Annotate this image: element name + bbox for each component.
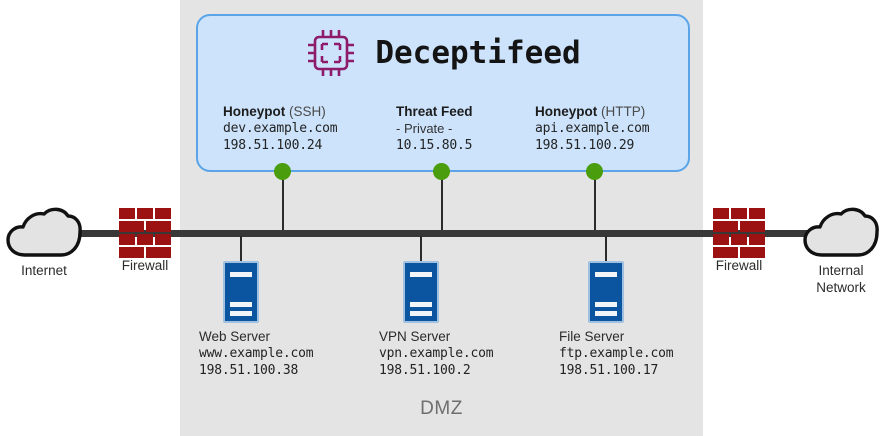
- cpu-chip-icon: [305, 27, 357, 79]
- cloud-icon-internal-network: [802, 203, 880, 261]
- cloud-label-internal-network: Internal Network: [781, 262, 884, 296]
- feed-connector-line-ssh: [282, 170, 284, 232]
- feed-node-ip: 198.51.100.29: [535, 138, 635, 153]
- status-dot-honeypot-http: [586, 163, 603, 180]
- cloud-label-line-2: Network: [816, 280, 866, 295]
- feed-node-honeypot-ssh: Honeypot (SSH) dev.example.com 198.51.10…: [223, 103, 338, 154]
- server-label-web: Web Server www.example.com 198.51.100.38: [199, 328, 314, 379]
- status-dot-threat-feed: [433, 163, 450, 180]
- server-connector-line-file: [605, 236, 607, 262]
- feed-node-honeypot-http: Honeypot (HTTP) api.example.com 198.51.1…: [535, 103, 650, 154]
- cloud-label-line-1: Internal: [818, 263, 864, 278]
- feed-node-qualifier: (HTTP): [601, 104, 646, 119]
- server-connector-line-web: [240, 236, 242, 262]
- feed-node-title: Threat Feed: [396, 103, 473, 120]
- server-host: ftp.example.com: [559, 346, 674, 361]
- feed-node-host: dev.example.com: [223, 121, 338, 136]
- feed-node-name: Honeypot: [535, 104, 598, 119]
- cloud-label-internet: Internet: [21, 263, 67, 278]
- server-name: File Server: [559, 329, 625, 344]
- deceptifeed-panel: [196, 14, 690, 172]
- server-name: VPN Server: [379, 329, 451, 344]
- server-name: Web Server: [199, 329, 271, 344]
- server-connector-line-vpn: [420, 236, 422, 262]
- feed-node-title: Honeypot (HTTP): [535, 103, 649, 120]
- feed-connector-line-http: [594, 170, 596, 232]
- feed-connector-line-threat: [441, 170, 443, 232]
- network-backbone-line: [62, 230, 828, 237]
- feed-node-name: Threat Feed: [396, 104, 473, 119]
- server-host: www.example.com: [199, 346, 314, 361]
- firewall-label-left: Firewall: [121, 258, 169, 273]
- deceptifeed-wordmark: Deceptifeed: [375, 35, 581, 71]
- server-label-vpn: VPN Server vpn.example.com 198.51.100.2: [379, 328, 494, 379]
- feed-node-name: Honeypot: [223, 104, 286, 119]
- server-icon-file: [588, 261, 624, 323]
- server-icon-vpn: [403, 261, 439, 323]
- dmz-label: DMZ: [420, 398, 463, 419]
- server-label-file: File Server ftp.example.com 198.51.100.1…: [559, 328, 674, 379]
- deceptifeed-title-row: Deceptifeed: [196, 22, 690, 84]
- server-ip: 198.51.100.17: [559, 363, 659, 378]
- server-ip: 198.51.100.2: [379, 363, 471, 378]
- feed-node-qualifier: (SSH): [289, 104, 326, 119]
- firewall-brick-icon-left: [118, 207, 172, 261]
- feed-node-ip: 10.15.80.5: [396, 138, 473, 153]
- server-ip: 198.51.100.38: [199, 363, 299, 378]
- feed-node-threat-feed: Threat Feed - Private - 10.15.80.5: [396, 103, 473, 154]
- feed-node-ip: 198.51.100.24: [223, 138, 323, 153]
- firewall-brick-icon-right: [712, 207, 766, 261]
- cloud-icon-internet: [5, 203, 83, 261]
- server-host: vpn.example.com: [379, 346, 494, 361]
- status-dot-honeypot-ssh: [274, 163, 291, 180]
- server-icon-web: [223, 261, 259, 323]
- feed-node-host: api.example.com: [535, 121, 650, 136]
- feed-node-host: - Private -: [396, 121, 453, 136]
- firewall-label-right: Firewall: [715, 258, 763, 273]
- feed-node-title: Honeypot (SSH): [223, 103, 337, 120]
